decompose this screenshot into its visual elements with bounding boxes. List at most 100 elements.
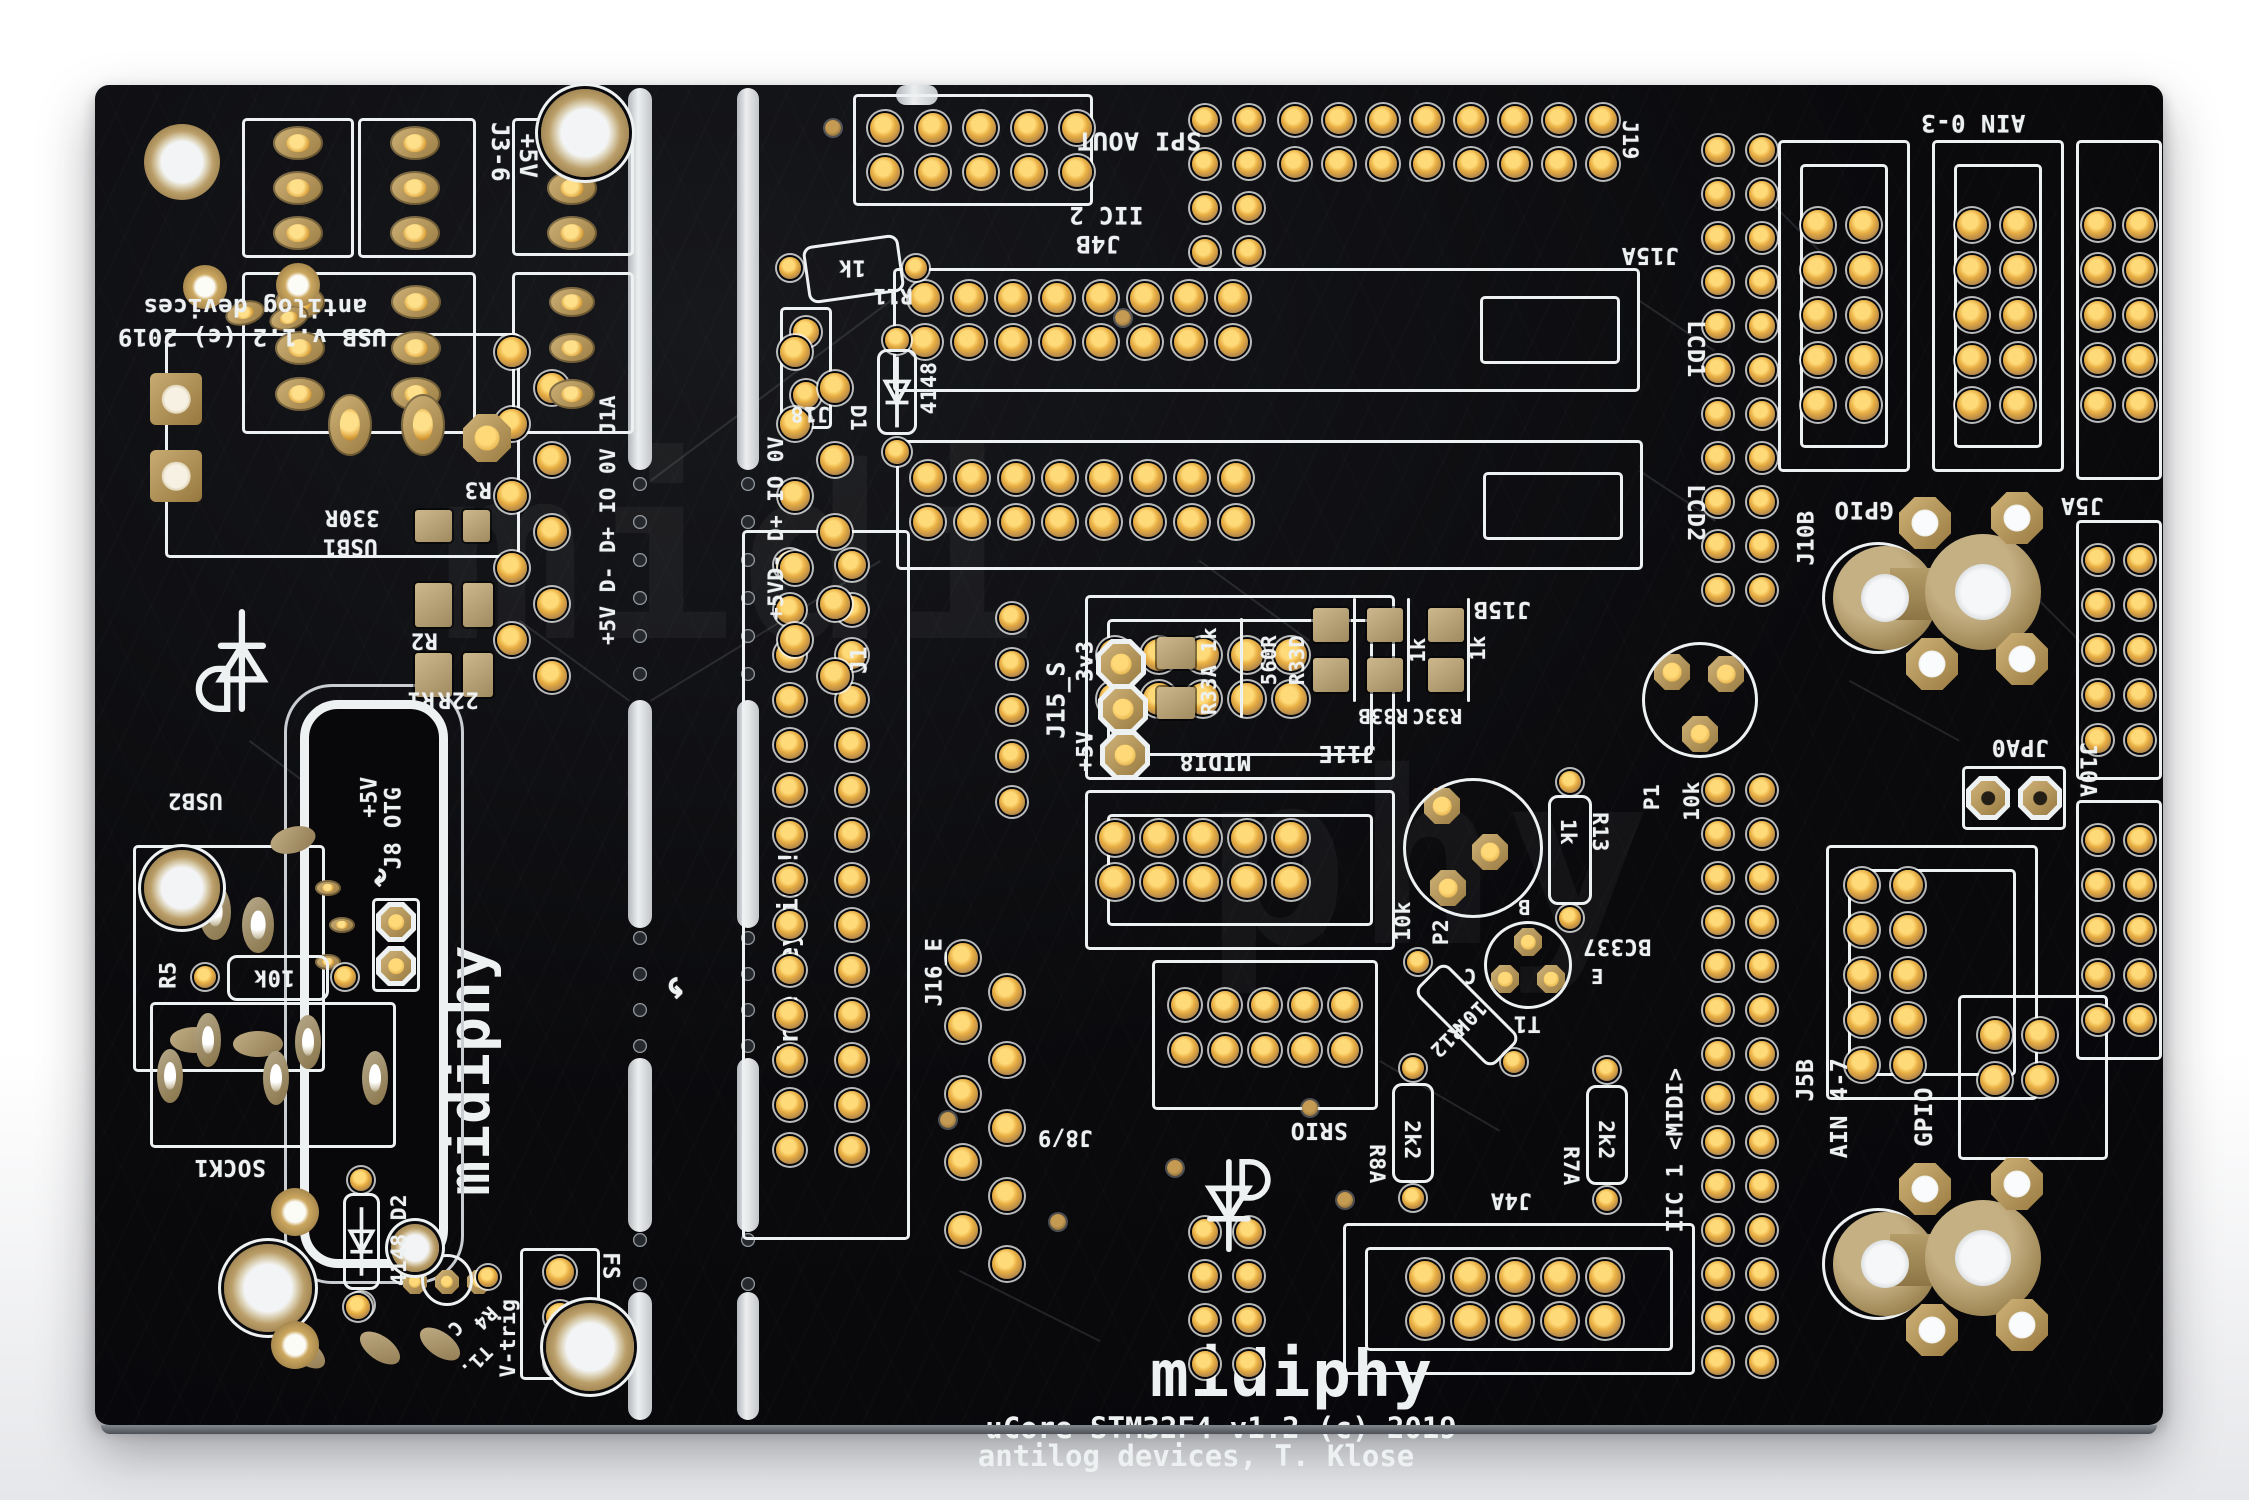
silkscreen-label: J15B bbox=[1473, 596, 1531, 622]
solder-pad bbox=[992, 1181, 1022, 1211]
silkscreen-label: J15A bbox=[1621, 242, 1679, 268]
solder-pad bbox=[1130, 327, 1160, 357]
solder-pad bbox=[1177, 507, 1207, 537]
solder-pad bbox=[2003, 300, 2033, 330]
connector-outline bbox=[1343, 1223, 1695, 1375]
solder-pad bbox=[1545, 106, 1573, 134]
solder-pad bbox=[780, 337, 810, 367]
solder-pad bbox=[2085, 547, 2111, 573]
via-pad bbox=[825, 120, 841, 136]
solder-pad bbox=[1231, 639, 1263, 671]
solder-pad bbox=[838, 821, 866, 849]
solder-pad bbox=[820, 661, 850, 691]
solder-pad bbox=[793, 382, 819, 408]
solder-pad bbox=[2126, 346, 2154, 374]
solder-pad bbox=[1086, 327, 1116, 357]
oval-pad bbox=[315, 880, 341, 896]
silkscreen-label: J19 bbox=[1618, 120, 1642, 160]
solder-pad bbox=[1705, 865, 1731, 891]
solder-pad bbox=[1014, 113, 1044, 143]
solder-pad bbox=[1187, 822, 1219, 854]
solder-pad bbox=[1545, 150, 1573, 178]
silkscreen-label: R33A 1k bbox=[1197, 627, 1221, 715]
solder-pad bbox=[1099, 866, 1131, 898]
solder-pad bbox=[1589, 150, 1617, 178]
oval-pad bbox=[195, 1013, 221, 1067]
solder-pad bbox=[1705, 1261, 1731, 1287]
audio-jack-pads bbox=[1906, 1304, 1958, 1356]
solder-pad bbox=[2127, 1007, 2153, 1033]
connector-outline bbox=[372, 898, 420, 992]
solder-pad bbox=[1705, 401, 1731, 427]
solder-pad bbox=[1143, 822, 1175, 854]
silkscreen-label: D1 bbox=[846, 404, 870, 432]
solder-pad bbox=[1749, 269, 1775, 295]
mouse-bite-hole bbox=[633, 553, 647, 567]
solder-pad bbox=[870, 157, 900, 187]
solder-pad bbox=[1705, 357, 1731, 383]
silkscreen-label: R33C bbox=[1411, 704, 1463, 728]
solder-pad bbox=[838, 551, 866, 579]
solder-pad bbox=[2085, 1007, 2111, 1033]
solder-pad bbox=[1705, 1217, 1731, 1243]
solder-pad bbox=[1042, 283, 1072, 313]
solder-pad bbox=[913, 463, 943, 493]
octagon-pad bbox=[1101, 644, 1141, 684]
silkscreen-label: R7A bbox=[1559, 1146, 1583, 1186]
plated-hole-pad bbox=[183, 265, 227, 309]
solder-pad bbox=[1501, 106, 1529, 134]
solder-pad bbox=[1042, 327, 1072, 357]
solder-pad bbox=[1705, 1085, 1731, 1111]
silkscreen-label: LCD2 bbox=[1682, 484, 1708, 542]
silkscreen-label: USB1 bbox=[322, 533, 378, 559]
connector-outline bbox=[1152, 960, 1378, 1110]
solder-pad bbox=[1325, 106, 1353, 134]
oval-pad bbox=[362, 1051, 388, 1105]
solder-pad bbox=[1251, 991, 1279, 1019]
silkscreen-label: AIN 0-3 bbox=[1920, 109, 2026, 137]
solder-pad bbox=[999, 651, 1025, 677]
solder-pad bbox=[820, 445, 850, 475]
solder-pad bbox=[1705, 1041, 1731, 1067]
solder-pad bbox=[1705, 313, 1731, 339]
solder-pad bbox=[2084, 346, 2112, 374]
solder-pad bbox=[2084, 301, 2112, 329]
solder-pad bbox=[1231, 822, 1263, 854]
via-pad bbox=[1402, 1057, 1424, 1079]
oval-pad bbox=[390, 216, 440, 250]
solder-pad bbox=[1499, 1261, 1531, 1293]
solder-pad bbox=[2084, 256, 2112, 284]
solder-pad bbox=[1749, 313, 1775, 339]
solder-pad bbox=[1749, 533, 1775, 559]
solder-pad bbox=[1457, 106, 1485, 134]
solder-pad bbox=[1236, 107, 1262, 133]
solder-pad bbox=[1849, 255, 1879, 285]
silkscreen-label: J16_E bbox=[922, 937, 948, 1007]
oval-pad bbox=[391, 331, 441, 365]
solder-pad bbox=[999, 697, 1025, 723]
mouse-bite-hole bbox=[633, 591, 647, 605]
solder-pad bbox=[992, 1249, 1022, 1279]
solder-pad bbox=[1192, 1219, 1218, 1245]
silkscreen-label: 2k2 bbox=[1400, 1120, 1424, 1160]
solder-pad bbox=[1803, 390, 1833, 420]
plated-hole-pad bbox=[276, 263, 320, 307]
solder-pad bbox=[537, 589, 567, 619]
solder-pad bbox=[1749, 997, 1775, 1023]
solder-pad bbox=[870, 113, 900, 143]
solder-pad bbox=[1501, 150, 1529, 178]
mounting-hole bbox=[541, 89, 629, 177]
silkscreen-label: 10k bbox=[253, 964, 295, 990]
smd-pad bbox=[1428, 658, 1464, 692]
smd-pad bbox=[1157, 687, 1195, 719]
audio-jack-pads bbox=[1899, 497, 1951, 549]
audio-jack-pads bbox=[1991, 1158, 2043, 1210]
solder-pad bbox=[999, 605, 1025, 631]
via-pad bbox=[478, 1267, 498, 1287]
silkscreen-label: J8 OTG bbox=[381, 786, 407, 870]
resistor-outline bbox=[227, 955, 329, 1001]
square-pad bbox=[150, 450, 202, 502]
mouse-bite-hole bbox=[741, 1277, 755, 1291]
silkscreen-label: P2 bbox=[1429, 918, 1453, 946]
solder-pad bbox=[1705, 777, 1731, 803]
